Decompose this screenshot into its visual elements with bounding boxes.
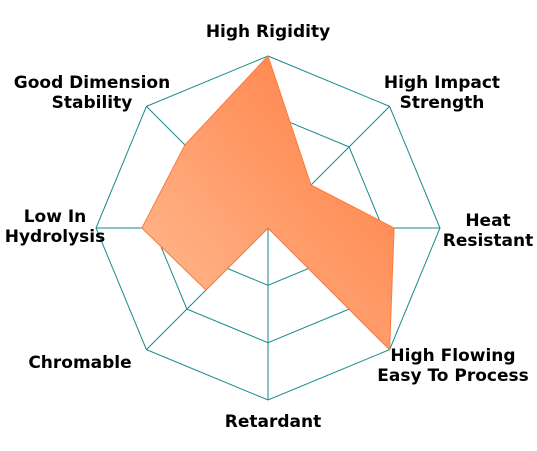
series-point-5 (205, 289, 207, 291)
series-point-1 (310, 184, 312, 186)
axis-label-low-in-hydrolysis: Low In Hydrolysis (4, 207, 106, 247)
axis-label-high-rigidity: High Rigidity (205, 22, 331, 42)
axis-label-chromable: Chromable (28, 353, 132, 373)
axis-label-good-dimension-stability: Good Dimension Stability (13, 73, 171, 113)
axis-label-heat-resistant: Heat Resistant (442, 211, 534, 251)
series-point-2 (393, 227, 395, 229)
series-point-3 (389, 349, 391, 351)
series-point-4 (267, 227, 269, 229)
series-point-6 (141, 227, 143, 229)
axis-label-high-impact-strength: High Impact Strength (383, 73, 501, 113)
series-point-0 (267, 55, 269, 57)
axis-label-high-flowing-easy-to-process: High Flowing Easy To Process (377, 346, 529, 386)
radar-series (141, 55, 395, 351)
axis-label-retardant: Retardant (224, 412, 322, 432)
series-point-7 (184, 144, 186, 146)
